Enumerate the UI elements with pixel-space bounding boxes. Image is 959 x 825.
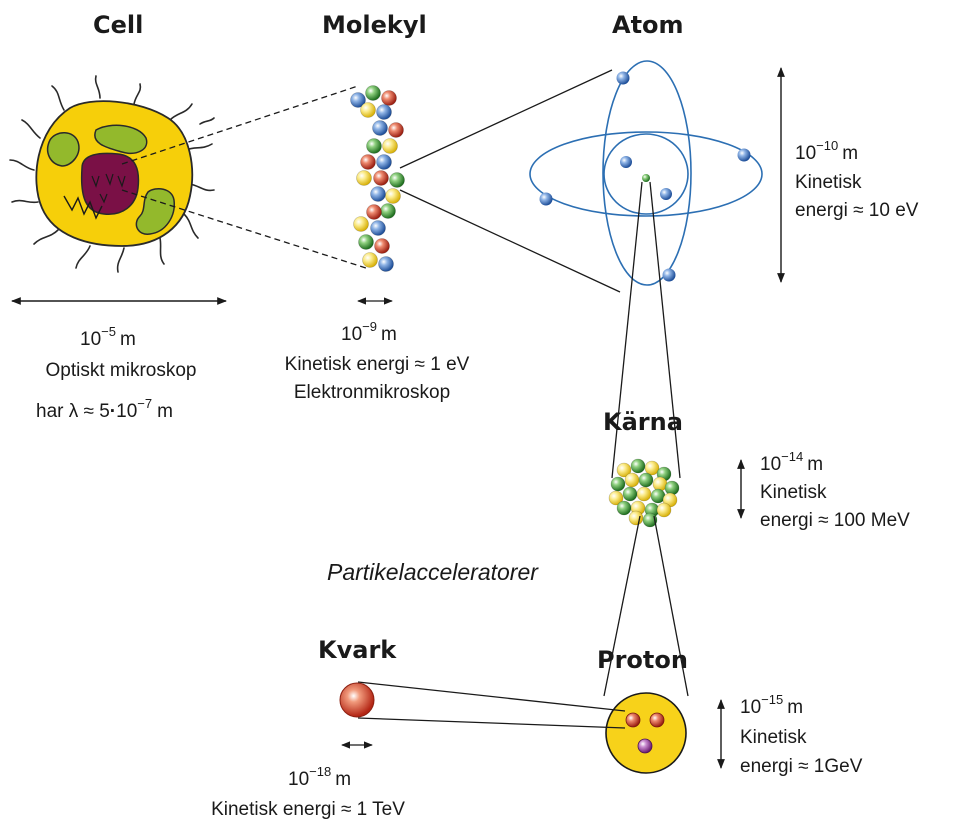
nucleon-sphere — [630, 458, 646, 474]
cell-illustration — [9, 75, 215, 273]
molecule-atom-sphere — [356, 170, 372, 186]
proton-title: Proton — [597, 646, 688, 674]
nucleon-sphere — [664, 480, 680, 496]
atom-line2: energi ≈ 10 eV — [795, 200, 919, 221]
nucleus-illustration — [608, 458, 680, 528]
molecule-atom-sphere — [388, 122, 404, 138]
molecule-atom-sphere — [353, 216, 369, 232]
nucleon-sphere — [616, 500, 632, 516]
nucleus-line1: Kinetisk — [760, 482, 827, 503]
molecule-atom-sphere — [385, 188, 401, 204]
nucleon-sphere — [638, 472, 654, 488]
proton-line1: Kinetisk — [740, 727, 807, 748]
atom-zoom-lines — [611, 181, 681, 479]
molecule-zoom-lines — [399, 69, 621, 293]
molecule-atom-sphere — [382, 138, 398, 154]
molecule-atom-sphere — [360, 154, 376, 170]
molecule-atom-sphere — [358, 234, 374, 250]
atom-line1: Kinetisk — [795, 172, 862, 193]
molecule-title: Molekyl — [322, 11, 427, 39]
proton-line2: energi ≈ 1GeV — [740, 756, 863, 777]
nucleon-sphere — [610, 476, 626, 492]
proton-illustration — [605, 692, 687, 774]
molecule-atom-sphere — [362, 252, 378, 268]
molecule-atom-sphere — [365, 85, 381, 101]
nucleon-sphere — [622, 486, 638, 502]
nucleon-sphere — [624, 472, 640, 488]
molecule-atom-sphere — [378, 256, 394, 272]
nucleon-sphere — [616, 462, 632, 478]
molecule-atom-sphere — [376, 154, 392, 170]
nucleon-sphere — [644, 460, 660, 476]
molecule-atom-sphere — [381, 90, 397, 106]
molecule-atom-sphere — [366, 138, 382, 154]
quark-title: Kvark — [318, 636, 397, 664]
molecule-atom-sphere — [376, 104, 392, 120]
atom-illustration — [529, 60, 763, 286]
molecule-atom-sphere — [380, 203, 396, 219]
nucleus-zoom-lines — [603, 515, 689, 697]
molecule-atom-sphere — [360, 102, 376, 118]
molecule-atom-sphere — [372, 120, 388, 136]
nucleon-sphere — [608, 490, 624, 506]
proton-zoom-lines — [357, 681, 626, 729]
molecule-atom-sphere — [350, 92, 366, 108]
molecule-atom-sphere — [370, 186, 386, 202]
nucleon-sphere — [656, 502, 672, 518]
molecule-atom-sphere — [366, 204, 382, 220]
molecule-line1: Kinetisk energi ≈ 1 eV — [285, 354, 470, 375]
molecule-atom-sphere — [389, 172, 405, 188]
quark-illustration — [339, 682, 375, 718]
molecule-atom-sphere — [373, 170, 389, 186]
molecule-illustration — [350, 85, 405, 272]
nucleus-line2: energi ≈ 100 MeV — [760, 510, 910, 531]
accelerators-label: Partikelacceleratorer — [327, 559, 539, 585]
nucleus-title: Kärna — [603, 408, 683, 436]
cell-zoom-lines — [121, 85, 367, 269]
molecule-atom-sphere — [370, 220, 386, 236]
nucleon-sphere — [636, 486, 652, 502]
quark-line1: Kinetisk energi ≈ 1 TeV — [211, 799, 405, 820]
molecule-atom-sphere — [374, 238, 390, 254]
molecule-line2: Elektronmikroskop — [294, 382, 450, 403]
cell-title: Cell — [93, 11, 143, 39]
cell-line1: Optiskt mikroskop — [46, 360, 197, 381]
nucleon-sphere — [628, 510, 644, 526]
atom-title: Atom — [612, 11, 684, 39]
